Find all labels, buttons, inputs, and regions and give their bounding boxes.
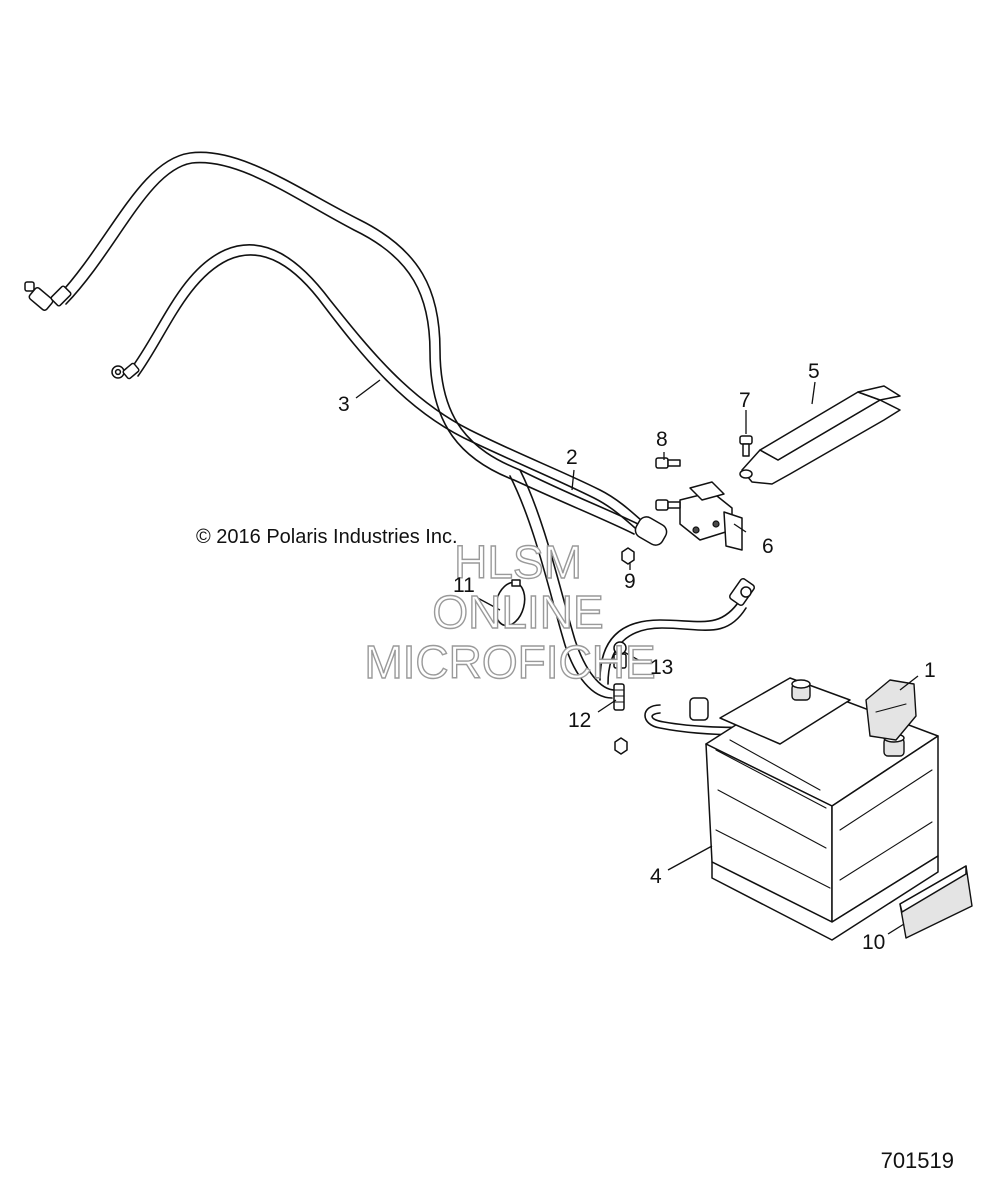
- part-10-pad: [899, 865, 973, 939]
- watermark-line-1: HLSM: [454, 536, 582, 588]
- callout-1: 1: [924, 659, 936, 682]
- watermark-line-2: ONLINE: [432, 586, 603, 638]
- callout-3: 3: [338, 393, 350, 416]
- part-11-cable-tie: [494, 579, 526, 627]
- part-7-bolt: [739, 435, 753, 457]
- callout-7: 7: [739, 389, 751, 412]
- part-9-nut: [614, 547, 635, 755]
- callout-labels: 1 2 3 4 5 6 7 8 9 10 11 12 13: [338, 360, 936, 954]
- callout-11: 11: [453, 574, 475, 597]
- figure-number: 701519: [881, 1148, 954, 1173]
- copyright-notice: © 2016 Polaris Industries Inc.: [196, 526, 458, 548]
- part-12-stud: [613, 683, 625, 711]
- callout-4: 4: [650, 865, 662, 888]
- callout-5: 5: [808, 360, 820, 383]
- part-6-solenoid: [679, 481, 743, 551]
- callout-10: 10: [862, 931, 885, 954]
- callout-13: 13: [650, 656, 673, 679]
- callout-12: 12: [568, 709, 591, 732]
- callout-9: 9: [624, 570, 636, 593]
- part-1-terminal-boot: [865, 679, 917, 741]
- part-8-bolt: [655, 457, 681, 511]
- leader-lines: [355, 379, 919, 935]
- callout-6: 6: [762, 535, 774, 558]
- callout-8: 8: [656, 428, 668, 451]
- cable-2: [111, 244, 668, 546]
- part-13-lug: [613, 641, 627, 669]
- cable-3: [24, 151, 641, 699]
- part-5-bracket: [739, 385, 901, 485]
- watermark: HLSM ONLINE MICROFICHE: [364, 535, 657, 688]
- watermark-line-3: MICROFICHE: [364, 636, 655, 688]
- callout-2: 2: [566, 446, 578, 469]
